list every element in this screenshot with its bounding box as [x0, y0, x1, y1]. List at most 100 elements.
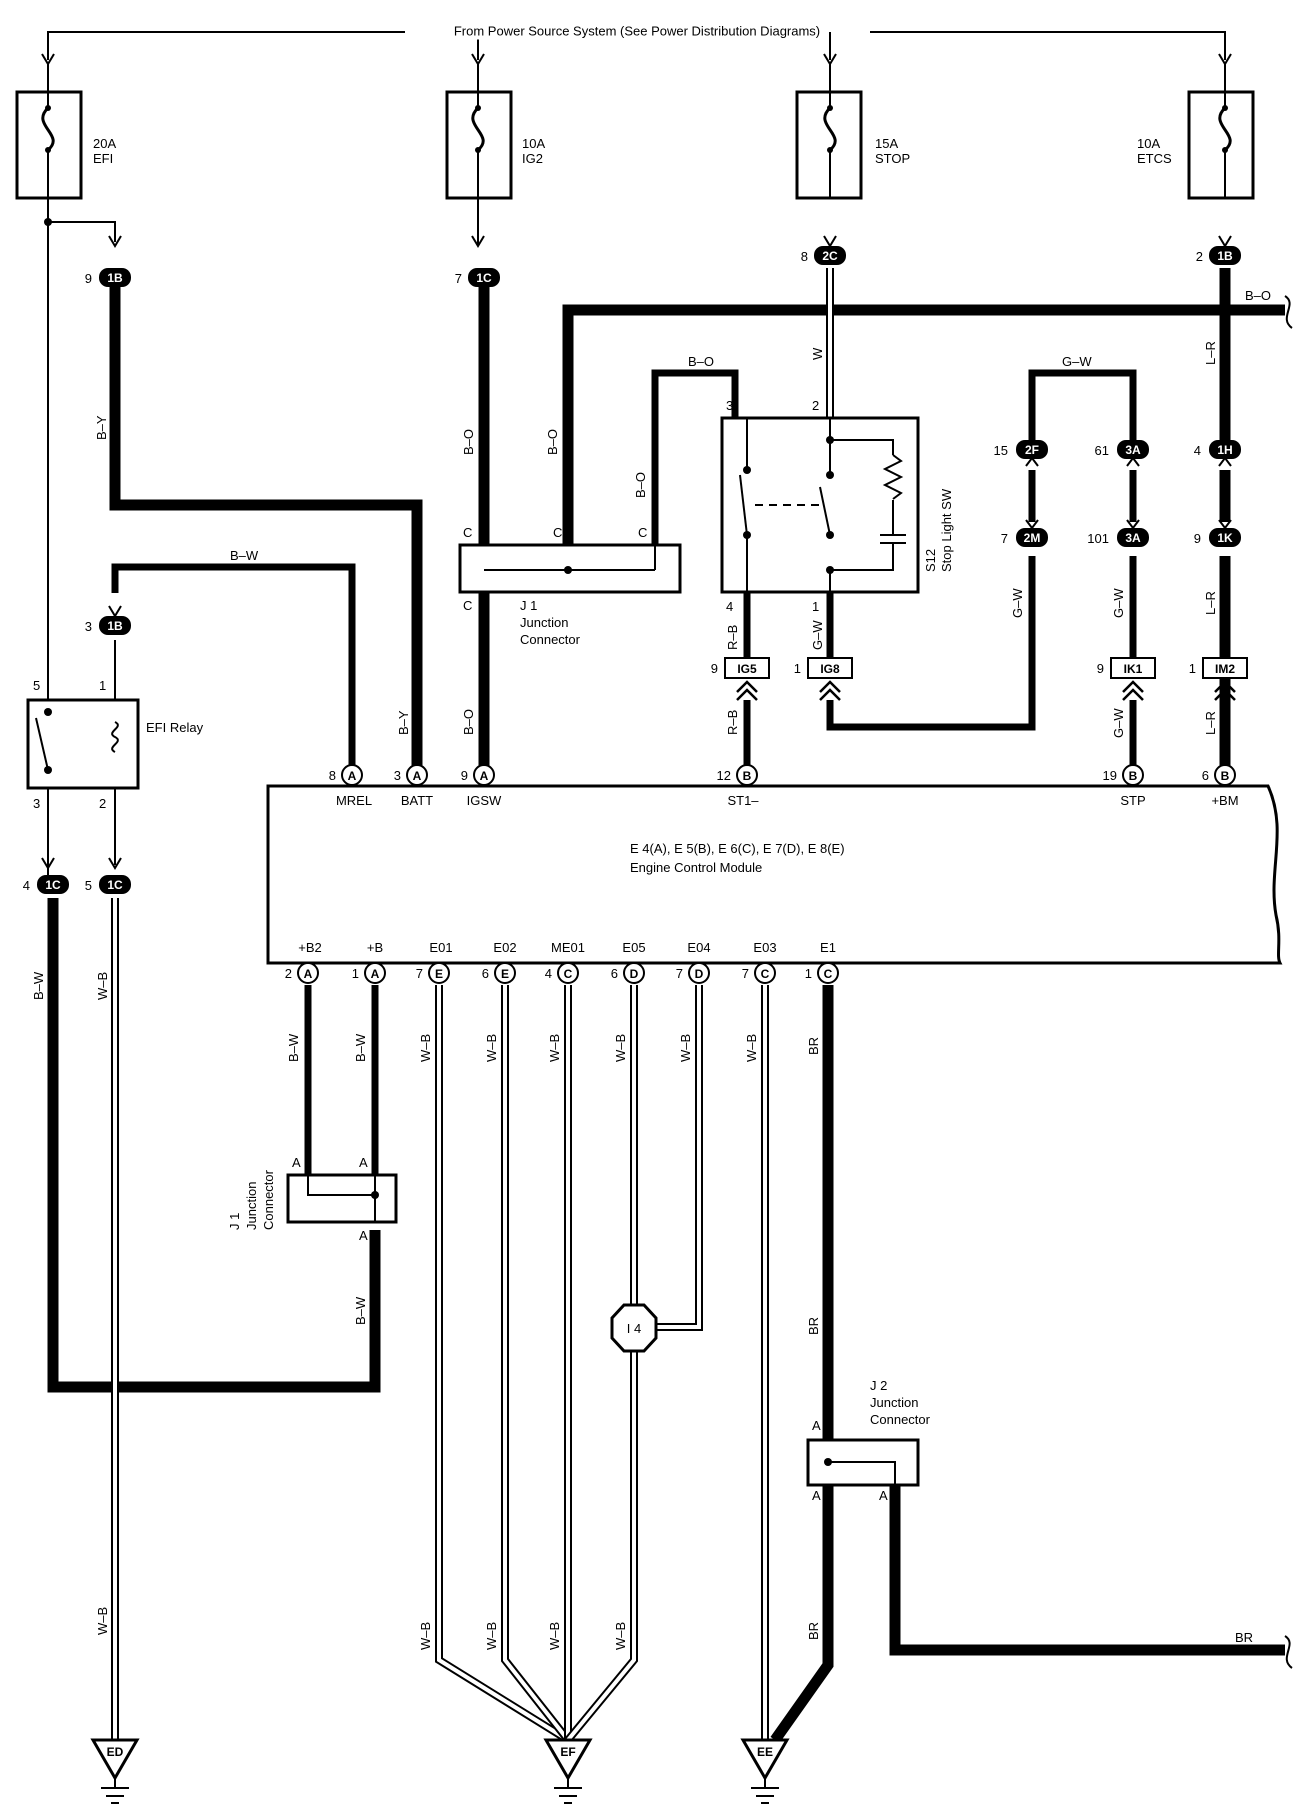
svg-text:E01: E01	[429, 940, 452, 955]
svg-text:IK1: IK1	[1124, 662, 1143, 676]
stop-light-switch: 3 2 4 1 S12 Stop Light SW	[720, 398, 954, 614]
svg-text:A: A	[359, 1228, 368, 1243]
relay-name: EFI Relay	[146, 720, 204, 735]
c5-id: 1B	[107, 619, 123, 633]
svg-text:12: 12	[717, 768, 731, 783]
wire-wb-label-me01-2: W–B	[547, 1622, 562, 1650]
connector-c7: 7 2M	[1001, 528, 1048, 547]
fuse-etcs-name: ETCS	[1137, 151, 1172, 166]
c4-id: 1B	[1217, 249, 1233, 263]
wire-bo-label-2: B–O	[461, 709, 476, 735]
c6-id: 2F	[1025, 443, 1039, 457]
ecm-bottom-pin-b: A 1 +B	[352, 940, 386, 984]
ecm-bottom-pin-me01: C 4 ME01	[545, 940, 585, 984]
wire-wb-label-e03: W–B	[744, 1034, 759, 1062]
svg-text:D: D	[695, 967, 704, 981]
c7-pin: 7	[1001, 531, 1008, 546]
svg-text:1: 1	[794, 661, 801, 676]
wire-bw-label-top: B–W	[230, 548, 259, 563]
svg-text:C: C	[824, 967, 833, 981]
ecm-top-pin-mrel: A 8 MREL	[329, 764, 372, 808]
connector-c10: 4 1H	[1194, 440, 1241, 459]
wire-rb-label-1: R–B	[725, 625, 740, 650]
wire-bo-label-5: B–O	[633, 472, 648, 498]
wire-wb-label-ed-2: W–B	[95, 1607, 110, 1635]
svg-text:4: 4	[545, 966, 552, 981]
wires: B–Y B–Y B–W B–O B–O B–O B–O B–O B–O W L–…	[31, 198, 1293, 1744]
connector-c13: 5 1C	[85, 875, 131, 894]
junction-j1-lower: A A A J 1 Junction Connector	[227, 1155, 398, 1243]
ecm-top-pin-bm: B 6 +BM	[1202, 764, 1239, 808]
junction-j2: A A A J 2 Junction Connector	[806, 1378, 931, 1503]
svg-text:IG5: IG5	[737, 662, 757, 676]
svg-text:A: A	[348, 769, 357, 783]
svg-text:+BM: +BM	[1211, 793, 1238, 808]
svg-text:C: C	[564, 967, 573, 981]
ecm-bottom-pin-e1: C 1 E1	[805, 940, 839, 984]
c10-id: 1H	[1217, 443, 1232, 457]
wire-bo-label-1: B–O	[461, 429, 476, 455]
j2-name2: Connector	[870, 1412, 931, 1427]
svg-text:E03: E03	[753, 940, 776, 955]
wire-br-label-4: BR	[1235, 1630, 1253, 1645]
fuse-efi: 20A EFI	[15, 64, 116, 200]
wire-bo-label-6: B–O	[688, 354, 714, 369]
wire-bw-label-4: B–W	[353, 1033, 368, 1062]
wire-br-label-2: BR	[806, 1317, 821, 1335]
c12-id: 1C	[45, 878, 61, 892]
connector-c11: 9 1K	[1194, 528, 1241, 547]
fuse-etcs: 10A ETCS	[1137, 64, 1255, 200]
wire-wb-label-e04: W–B	[678, 1034, 693, 1062]
double-arrows	[108, 456, 1232, 618]
c13-id: 1C	[107, 878, 123, 892]
c6-pin: 15	[994, 443, 1008, 458]
connector-c5: 3 1B	[85, 616, 131, 635]
fuse-stop-name: STOP	[875, 151, 910, 166]
connector-c4: 2 1B	[1196, 235, 1241, 265]
ecm-bottom-pin-e05: D 6 E05	[611, 940, 646, 984]
svg-text:B: B	[743, 769, 752, 783]
j1-top-name2: Connector	[520, 632, 581, 647]
wire-wb-label-me01-1: W–B	[547, 1034, 562, 1062]
connector-c2: 7 1C	[455, 198, 500, 287]
svg-text:A: A	[480, 769, 489, 783]
sw-pin1: 1	[812, 599, 819, 614]
connector-c8: 61 3A	[1095, 440, 1149, 459]
c1-id: 1B	[107, 271, 123, 285]
wire-wb-label-e05-1: W–B	[613, 1034, 628, 1062]
wire-by-label-1: B–Y	[94, 415, 109, 440]
efi-relay: 5 1 3 2 EFI Relay	[26, 678, 204, 811]
fuse-efi-name: EFI	[93, 151, 113, 166]
j2-name: Junction	[870, 1395, 918, 1410]
ecm: E 4(A), E 5(B), E 6(C), E 7(D), E 8(E) E…	[266, 764, 1283, 984]
svg-text:A: A	[304, 967, 313, 981]
svg-text:ST1–: ST1–	[727, 793, 759, 808]
c10-pin: 4	[1194, 443, 1201, 458]
svg-text:7: 7	[416, 966, 423, 981]
svg-text:ME01: ME01	[551, 940, 585, 955]
svg-text:IGSW: IGSW	[467, 793, 502, 808]
svg-text:IM2: IM2	[1215, 662, 1235, 676]
wire-gw-label-1: G–W	[1062, 354, 1092, 369]
fuse-efi-amp: 20A	[93, 136, 116, 151]
ecm-bottom-pin-e03: C 7 E03	[742, 940, 777, 984]
wire-wb-label-e02-2: W–B	[484, 1622, 499, 1650]
svg-text:E: E	[435, 967, 443, 981]
svg-text:IG8: IG8	[820, 662, 840, 676]
fuse-ig2-amp: 10A	[522, 136, 545, 151]
ecm-bottom-pin-e01: E 7 E01	[416, 940, 453, 984]
c4-pin: 2	[1196, 249, 1203, 264]
c2-id: 1C	[476, 271, 492, 285]
svg-text:A: A	[371, 967, 380, 981]
wire-lr-label-2: L–R	[1203, 591, 1218, 615]
sw-code: S12	[923, 549, 938, 572]
svg-text:3: 3	[394, 768, 401, 783]
wire-by-label-2: B–Y	[396, 710, 411, 735]
connector-c6: 15 2F	[994, 440, 1048, 459]
wire-wb-label-e05-2: W–B	[613, 1622, 628, 1650]
svg-text:2: 2	[285, 966, 292, 981]
connector-c1: 9 1B	[85, 268, 131, 287]
junction-j1-top: C C C C J 1 Junction Connector	[458, 525, 682, 647]
inline-ik1: 9 IK1	[1097, 657, 1156, 701]
